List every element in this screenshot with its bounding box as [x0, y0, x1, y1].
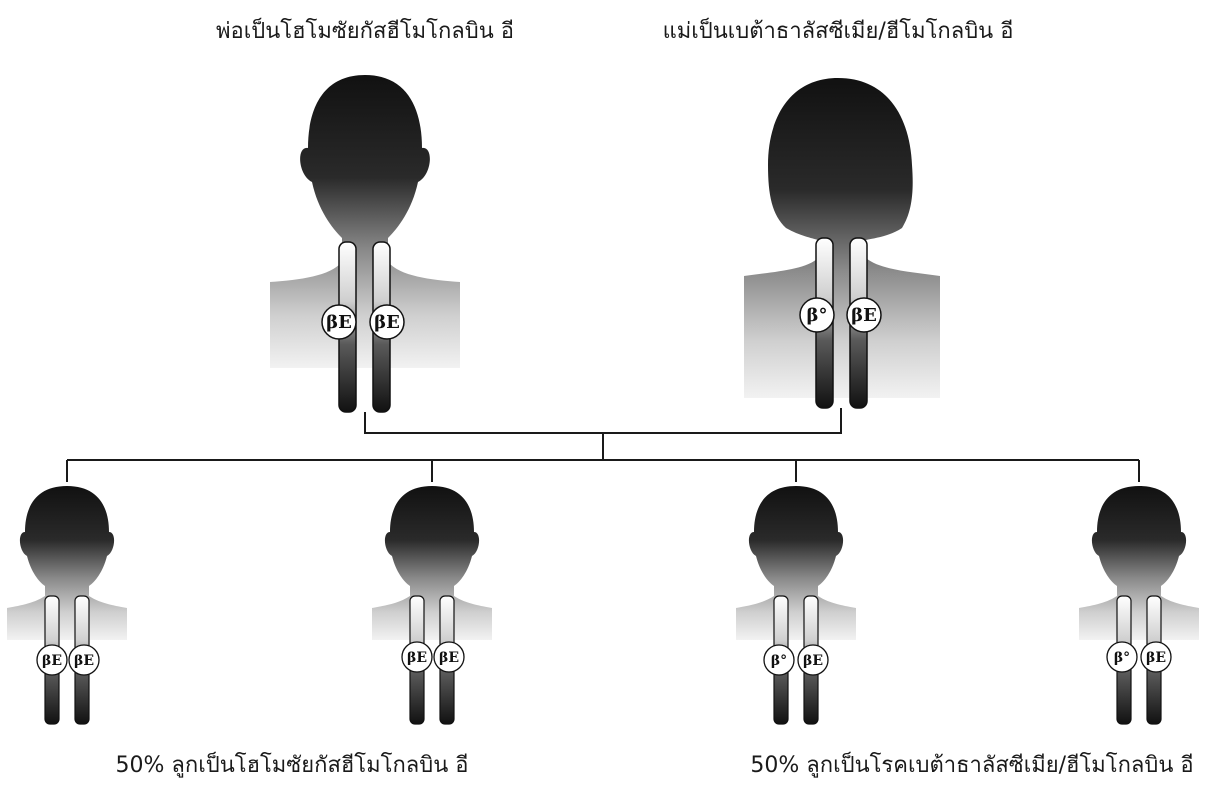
mother-allele-left: β°: [799, 297, 835, 333]
svg-text:βE: βE: [374, 312, 400, 333]
parents-union-line: [364, 408, 842, 434]
child-3-silhouette: [736, 486, 856, 640]
child-1-allele-left: βE: [36, 644, 68, 676]
child-4-silhouette: [1079, 486, 1199, 640]
child-1-silhouette: [7, 486, 127, 640]
child-2-silhouette: [372, 486, 492, 640]
svg-text:βE: βE: [803, 653, 823, 669]
father-allele-left: βE: [321, 304, 357, 340]
svg-text:βE: βE: [439, 650, 459, 666]
father-silhouette: [270, 75, 460, 368]
svg-text:βE: βE: [74, 653, 94, 669]
child-2-allele-right: βE: [433, 641, 465, 673]
outcome-right-label: 50% ลูกเป็นโรคเบต้าธาลัสซีเมีย/ฮีโมโกลบิ…: [750, 750, 1193, 778]
child-4-allele-right: βE: [1140, 641, 1172, 673]
child-1-figure: βE βE: [7, 486, 127, 725]
father-allele-right: βE: [369, 304, 405, 340]
svg-text:βE: βE: [1146, 650, 1166, 666]
mother-label: แม่เป็นเบต้าธาลัสซีเมีย/ฮีโมโกลบิน อี: [663, 16, 1014, 44]
svg-text:β°: β°: [1114, 650, 1130, 666]
child-3-allele-right: βE: [797, 644, 829, 676]
mother-silhouette: [744, 78, 940, 398]
father-label: พ่อเป็นโฮโมซัยกัสฮีโมโกลบิน อี: [216, 16, 514, 44]
child-4-figure: β° βE: [1079, 486, 1199, 725]
child-2-allele-left: βE: [401, 641, 433, 673]
child-4-allele-left: β°: [1106, 641, 1138, 673]
child-3-figure: β° βE: [736, 486, 856, 725]
svg-text:βE: βE: [326, 312, 352, 333]
father-figure: βE βE: [270, 75, 460, 413]
mother-figure: β° βE: [744, 78, 940, 409]
svg-text:βE: βE: [851, 305, 877, 326]
svg-text:β°: β°: [807, 305, 828, 326]
child-1-allele-right: βE: [68, 644, 100, 676]
svg-text:β°: β°: [771, 653, 787, 669]
svg-text:βE: βE: [407, 650, 427, 666]
outcome-left-label: 50% ลูกเป็นโฮโมซัยกัสฮีโมโกลบิน อี: [116, 750, 469, 778]
pedigree-lines: [66, 408, 1140, 482]
child-2-figure: βE βE: [372, 486, 492, 725]
svg-text:βE: βE: [42, 653, 62, 669]
child-3-allele-left: β°: [763, 644, 795, 676]
mother-allele-right: βE: [846, 297, 882, 333]
